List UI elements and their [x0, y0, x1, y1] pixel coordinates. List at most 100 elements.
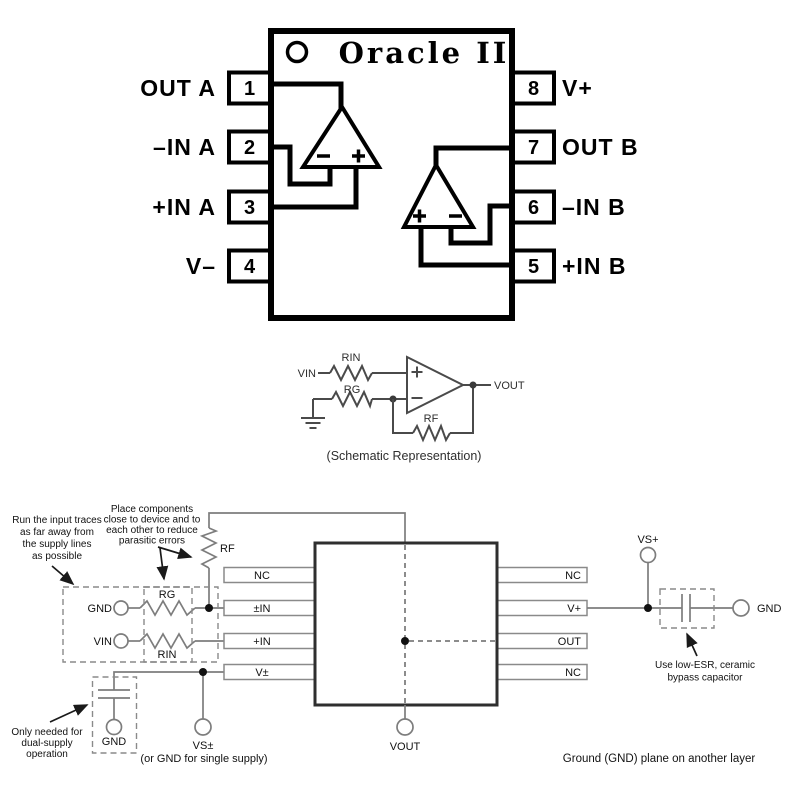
rf-resistor [199, 527, 219, 569]
rf-junction-dot [205, 604, 213, 612]
note-arrow [686, 632, 698, 657]
ic-package-outline [268, 28, 515, 321]
pin-box-2 [227, 129, 272, 165]
pin-box-5 [511, 248, 556, 284]
pad-label: +IN [253, 636, 270, 648]
wire-outb [433, 145, 512, 167]
bypass-capacitor-icon [681, 594, 733, 622]
ic-title: Oracle II [339, 36, 510, 70]
bypass-dashed-box [659, 588, 715, 629]
pin-label: –IN B [562, 194, 626, 220]
rf-label: RF [424, 413, 439, 425]
note-line: as possible [32, 551, 82, 562]
note-arrow [157, 546, 193, 559]
note-line: parasitic errors [119, 536, 185, 547]
feedback-wire-left [392, 399, 413, 434]
gnd-cap-terminal [105, 718, 123, 736]
note-line: each other to reduce [106, 525, 198, 536]
rin-resistor [139, 632, 196, 650]
vs-plus-terminal [639, 546, 657, 564]
pin-box-1 [227, 70, 272, 106]
pin-label: V– [186, 253, 216, 279]
rin-label: RIN [158, 649, 177, 661]
pin-label: OUT B [562, 134, 639, 160]
wire-minus-b [448, 203, 512, 246]
vs-neg-label: VS± [193, 740, 214, 752]
rin-resistor [329, 363, 373, 383]
pad-label: NC [565, 570, 581, 582]
right-pins: 8 7 6 5 V+ OUT B –IN B +IN B [511, 70, 639, 284]
rg-resistor [139, 599, 196, 617]
pin-number: 4 [244, 256, 256, 278]
rg-resistor [331, 389, 373, 409]
note-line: the supply lines [23, 539, 92, 550]
pin-number: 7 [528, 137, 539, 159]
dual-supply-dashed-box [91, 676, 138, 754]
ground-symbol-icon [301, 399, 325, 429]
right-pads: NC V+ OUT NC [496, 566, 588, 681]
pin-label: OUT A [140, 75, 216, 101]
pad-v-pm [223, 663, 316, 681]
components-dashed-box [143, 586, 219, 663]
op-amp-b-input-signs [413, 209, 462, 223]
rin-label: RIN [342, 352, 361, 364]
note-line: dual-supply [21, 738, 72, 749]
note-line: Run the input traces [12, 515, 102, 526]
vin-terminal [113, 633, 129, 649]
single-supply-note: (or GND for single supply) [140, 753, 267, 765]
gnd-right-label: GND [757, 603, 782, 615]
note-line: Place components [111, 504, 193, 515]
rf-resistor [412, 423, 451, 443]
pin-label: –IN A [153, 134, 216, 160]
ic-body-outline [313, 541, 499, 707]
gnd-right-terminal [732, 599, 750, 617]
pin-number: 5 [528, 256, 539, 278]
note-line: operation [26, 749, 68, 760]
pin-number: 8 [528, 78, 539, 100]
layout-diagram: RF RG RIN GND VIN NC ±IN [11, 504, 781, 765]
rg-label: RG [159, 589, 176, 601]
pin-box-3 [227, 189, 272, 225]
pin-number: 3 [244, 197, 255, 219]
schematic-caption: (Schematic Representation) [327, 449, 482, 463]
vout-label: VOUT [494, 380, 525, 392]
vminus-junction-dot [199, 668, 207, 676]
pad-label: ±IN [253, 603, 270, 615]
op-amp-input-signs [411, 366, 423, 399]
note-line: Only needed for [11, 727, 83, 738]
pin-number: 1 [244, 78, 255, 100]
ground-plane-note: Ground (GND) plane on another layer [563, 753, 756, 765]
note-place-components: Place components close to device and to … [104, 504, 201, 581]
vout-label: VOUT [390, 741, 421, 753]
rg-label: RG [344, 384, 361, 396]
note-arrow [49, 704, 89, 723]
pin-box-6 [511, 189, 556, 225]
vout-terminal [396, 718, 414, 736]
feedback-top-trace [208, 512, 406, 543]
pad-label: V+ [567, 603, 581, 615]
vin-label: VIN [298, 368, 316, 380]
pad-label: OUT [558, 636, 582, 648]
wire-outa [271, 81, 344, 109]
wire-minus-a [271, 144, 333, 187]
output-junction-dot [469, 381, 477, 389]
wire-plus-a [271, 166, 359, 210]
note-arrow [156, 547, 169, 581]
note-arrow [51, 565, 75, 586]
schematic-diagram: VIN RIN RG RF VOUT (Schemati [298, 352, 525, 463]
wire-plus-b [418, 226, 512, 268]
pad-label: NC [254, 570, 270, 582]
note-line: as far away from [20, 527, 94, 538]
op-amp-a-input-signs [317, 149, 365, 163]
pin-number: 2 [244, 137, 255, 159]
note-dual-supply: Only needed for dual-supply operation [11, 704, 89, 760]
note-line: close to device and to [104, 515, 201, 526]
pin1-indicator-icon [285, 40, 309, 64]
pin-box-8 [511, 70, 556, 106]
vplus-junction-dot [644, 604, 652, 612]
pin-box-7 [511, 129, 556, 165]
gnd-in-terminal [113, 600, 129, 616]
note-line: Use low-ESR, ceramic [655, 660, 755, 671]
